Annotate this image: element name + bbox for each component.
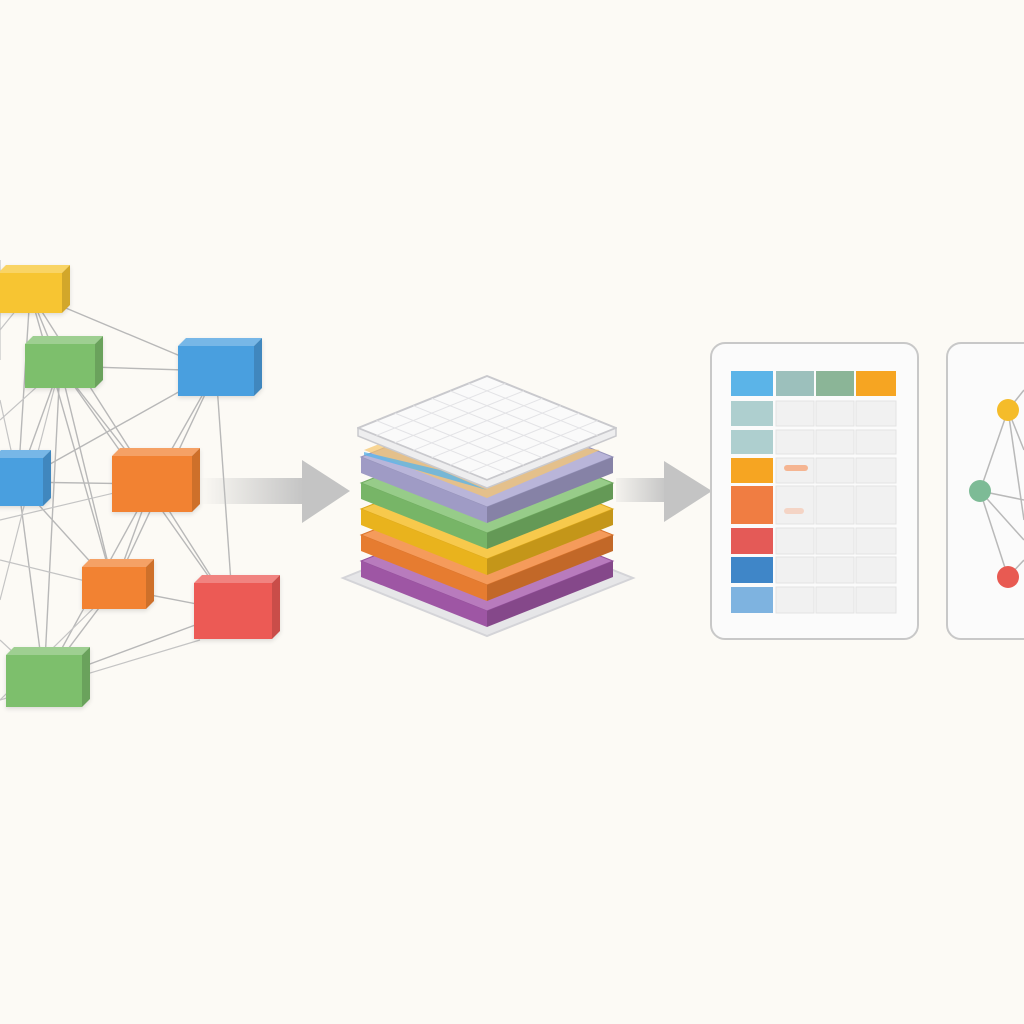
table-cell	[855, 429, 897, 455]
table-cell	[775, 556, 815, 584]
table-cell	[815, 556, 855, 584]
table-header-cell	[816, 371, 854, 396]
cube-node-orange	[112, 448, 200, 512]
table-cell	[855, 527, 897, 555]
table-cell	[815, 457, 855, 484]
cube-node-green	[6, 647, 90, 707]
cell-highlight	[784, 508, 804, 514]
arrow-right-icon	[198, 460, 350, 523]
table-panel	[710, 342, 919, 640]
table-row-label	[731, 458, 773, 483]
table-cell	[775, 400, 815, 427]
table-row-label	[731, 486, 773, 524]
table-cell	[775, 527, 815, 555]
table-cell	[855, 400, 897, 427]
table-cell	[815, 400, 855, 427]
cube-node-red	[194, 575, 280, 639]
cube-node-orange	[82, 559, 154, 609]
graph-panel-node	[997, 566, 1019, 588]
table-cell	[815, 429, 855, 455]
grid-sheet	[357, 375, 617, 489]
table-header-cell	[856, 371, 896, 396]
graph-edge	[59, 365, 115, 589]
cube-node-blue	[178, 338, 262, 396]
table-cell	[775, 485, 815, 525]
table-cell	[815, 527, 855, 555]
table-cell	[775, 429, 815, 455]
arrow-right-icon	[616, 461, 712, 522]
cube-node-yellow	[0, 265, 70, 313]
cell-highlight	[784, 465, 808, 471]
table-cell	[855, 586, 897, 614]
layer-stack	[340, 375, 636, 638]
table-cell	[855, 556, 897, 584]
graph-nodes	[0, 265, 280, 707]
cube-node-blue	[0, 450, 51, 506]
table-cell	[855, 457, 897, 484]
table-row-label	[731, 401, 773, 426]
table-cell	[855, 485, 897, 525]
graph-panel	[946, 342, 1024, 640]
table-row-label	[731, 528, 773, 554]
table-cell	[775, 586, 815, 614]
table-cell	[815, 586, 855, 614]
table-header-cell	[731, 371, 773, 396]
graph-edge	[43, 365, 61, 682]
table-row-label	[731, 557, 773, 583]
table-cell	[775, 457, 815, 484]
cube-node-green	[25, 336, 103, 388]
table-row-label	[731, 430, 773, 454]
stack-accent	[364, 452, 487, 490]
table-header-cell	[776, 371, 814, 396]
graph-panel-node	[997, 399, 1019, 421]
graph-panel-node	[969, 480, 991, 502]
table-cell	[815, 485, 855, 525]
table-row-label	[731, 587, 773, 613]
